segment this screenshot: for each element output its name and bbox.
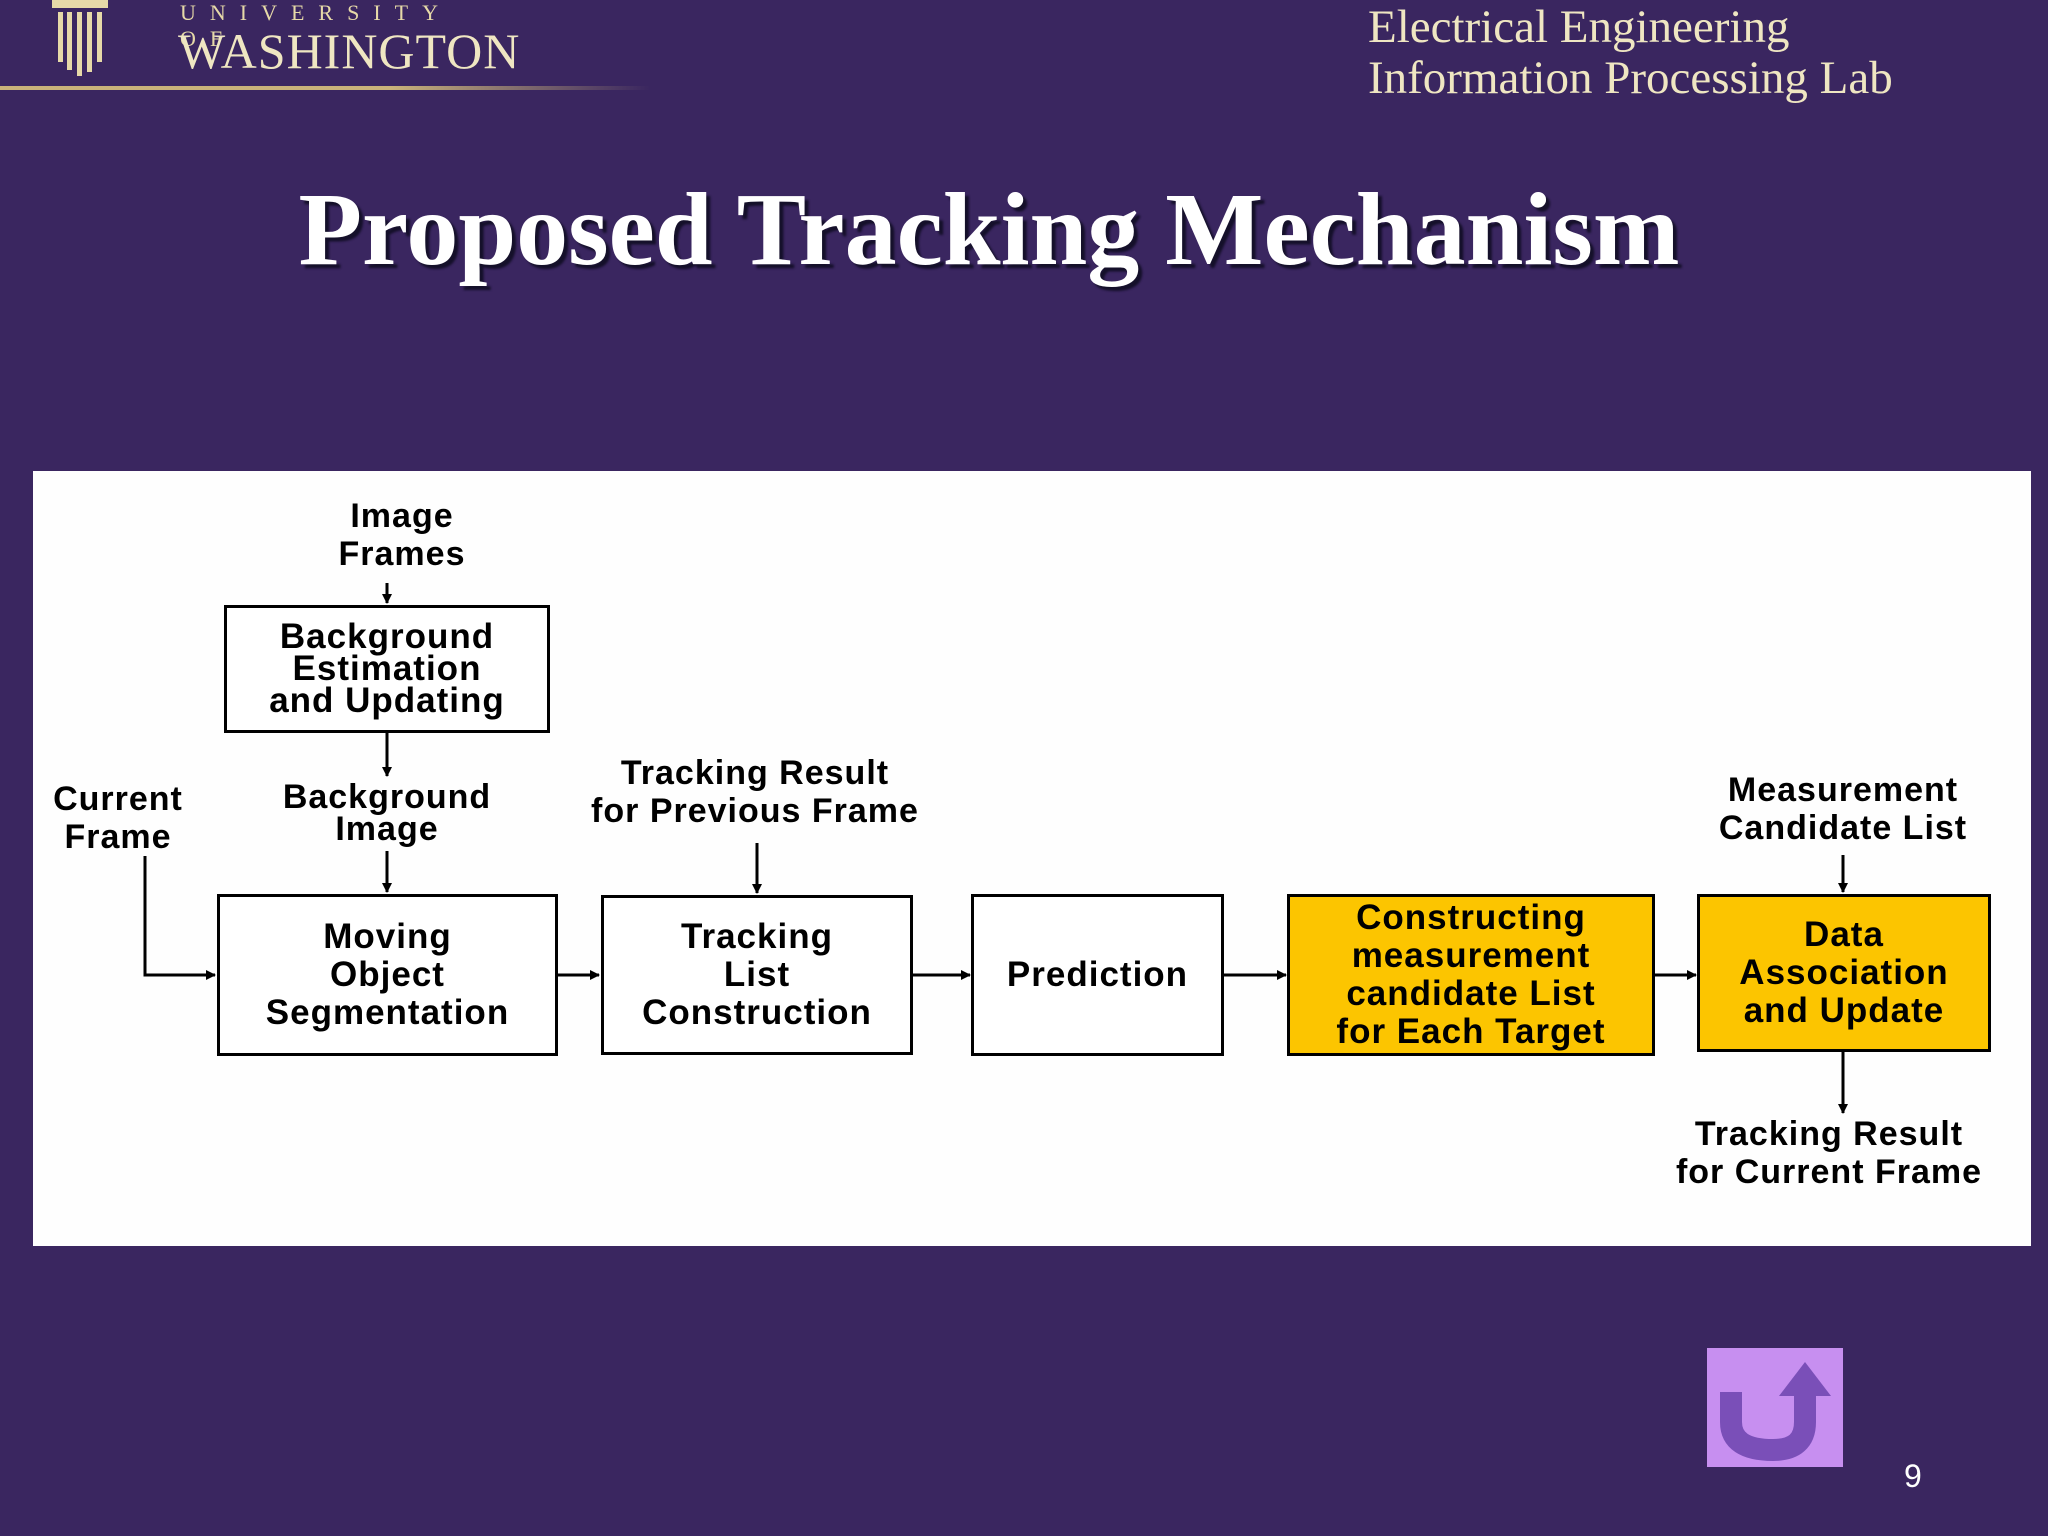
label-image-frames-line: Frames (338, 535, 466, 573)
university-column-icon (52, 0, 108, 76)
logo-washington: WASHINGTON (178, 23, 521, 79)
lab-name-line-1: Electrical Engineering (1368, 1, 1790, 53)
box-moving-object-segmentation: Moving Object Segmentation (217, 894, 558, 1056)
page-number: 9 (1904, 1458, 1922, 1494)
label-current-result-line: for Current Frame (1675, 1153, 1983, 1191)
lab-name-line-2: Information Processing Lab (1368, 52, 1893, 104)
box-moving-object-line: Moving (323, 917, 452, 956)
box-constructing-line: measurement (1351, 936, 1591, 975)
box-constructing-line: candidate List (1346, 974, 1596, 1013)
box-background-estimation-line: Background (279, 617, 495, 656)
label-background-image: Background Image (267, 778, 507, 848)
box-background-estimation-line: Estimation (292, 649, 482, 688)
box-data-association-line: and Update (1743, 991, 1945, 1030)
label-measurement-candidate-line: Measurement (1727, 771, 1959, 809)
university-logo: UNIVERSITY OF WASHINGTON (50, 0, 519, 86)
box-constructing-line: Constructing (1356, 898, 1586, 937)
box-data-association-line: Data (1804, 915, 1884, 954)
box-constructing-line: for Each Target (1336, 1012, 1606, 1051)
box-data-association-line: Association (1739, 953, 1949, 992)
label-image-frames-line: Image (350, 497, 454, 535)
box-tracking-list-line: Tracking (681, 917, 833, 956)
box-moving-object-line: Object (330, 955, 445, 994)
return-button[interactable] (1707, 1348, 1843, 1467)
label-current-frame-line: Current (53, 780, 183, 818)
arrow-current-frame-to-segmentation (143, 856, 216, 980)
header-divider (0, 86, 650, 90)
label-previous-result-line: Tracking Result (620, 754, 890, 792)
label-current-frame-line: Frame (64, 818, 172, 856)
label-current-result: Tracking Result for Current Frame (1629, 1115, 2029, 1191)
box-tracking-list-construction: Tracking List Construction (601, 895, 913, 1055)
label-current-result-line: Tracking Result (1694, 1115, 1964, 1153)
lab-name: Electrical Engineering Information Proce… (1368, 2, 1893, 104)
label-image-frames: Image Frames (317, 497, 487, 573)
logo-university-of: UNIVERSITY OF (180, 0, 452, 51)
label-measurement-candidate-line: Candidate List (1718, 809, 1968, 847)
box-prediction: Prediction (971, 894, 1224, 1056)
label-previous-result-line: for Previous Frame (591, 792, 919, 830)
label-background-image-line: Background (282, 778, 492, 816)
box-prediction-line: Prediction (1006, 955, 1189, 994)
box-tracking-list-line: Construction (642, 993, 872, 1032)
diagram-arrows (143, 583, 1848, 1114)
box-tracking-list-line: List (723, 955, 791, 994)
label-previous-result: Tracking Result for Previous Frame (565, 754, 945, 830)
label-current-frame: Current Frame (38, 780, 198, 856)
label-measurement-candidate: Measurement Candidate List (1653, 771, 2033, 847)
box-background-estimation: Background Estimation and Updating (224, 605, 550, 733)
box-background-estimation-line: and Updating (269, 681, 505, 720)
slide-title: Proposed Tracking Mechanism (298, 172, 1680, 287)
box-moving-object-line: Segmentation (265, 993, 510, 1032)
box-constructing-candidate-list: Constructing measurement candidate List … (1287, 894, 1655, 1056)
diagram-panel: Image Frames Current Frame Background Im… (33, 471, 2031, 1246)
box-data-association: Data Association and Update (1697, 894, 1991, 1052)
u-turn-up-arrow-icon (1720, 1362, 1831, 1462)
label-background-image-line: Image (335, 810, 439, 848)
